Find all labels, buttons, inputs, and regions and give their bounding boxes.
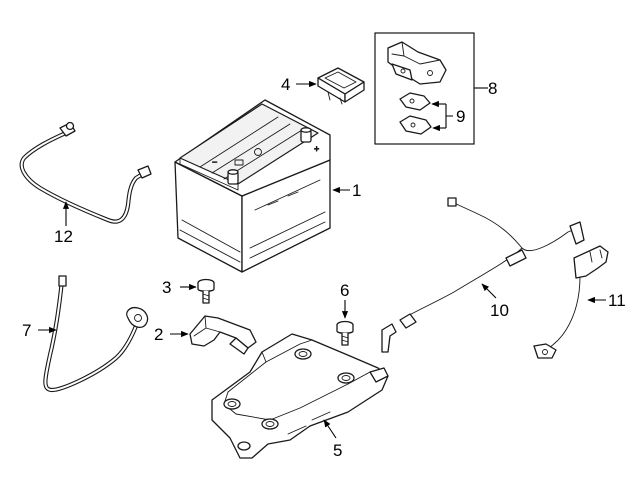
callout-7: 7	[22, 321, 31, 340]
callout-4: 4	[281, 75, 290, 94]
negative-cable	[19, 121, 152, 224]
bracket-clip-lower	[399, 115, 432, 135]
callout-2: 2	[154, 325, 163, 344]
positive-terminal-mark: +	[314, 144, 319, 154]
leader-9-bracket	[445, 104, 453, 128]
callout-12: 12	[54, 227, 73, 246]
inset-bracket-group	[374, 32, 475, 145]
callout-8: 8	[488, 79, 497, 98]
callout-11: 11	[608, 291, 626, 310]
callout-labels: 1 2 3 4 5 6 7 8 9 10 11 12	[22, 75, 626, 460]
positive-cable	[43, 275, 149, 393]
terminal-cover	[317, 67, 365, 105]
hold-down-bracket	[189, 315, 257, 355]
battery: − +	[174, 99, 331, 273]
callout-1: 1	[352, 181, 361, 200]
battery-terminal-positive	[300, 127, 312, 143]
bracket-assembly	[387, 41, 447, 85]
leader-10	[481, 283, 497, 299]
callout-9: 9	[456, 107, 465, 126]
sensor-cable	[533, 245, 609, 359]
callout-10: 10	[490, 301, 509, 320]
bolt-upper	[197, 278, 215, 304]
leader-5	[323, 419, 337, 439]
leader-lines	[38, 80, 606, 439]
callout-5: 5	[333, 441, 342, 460]
bolt-lower	[336, 320, 354, 346]
battery-tray	[211, 333, 389, 459]
callout-3: 3	[162, 278, 171, 297]
bracket-clip-upper	[399, 92, 431, 111]
callout-6: 6	[340, 281, 349, 300]
negative-terminal-mark: −	[212, 157, 217, 167]
battery-harness	[381, 197, 585, 353]
battery-terminal-negative	[227, 169, 239, 185]
